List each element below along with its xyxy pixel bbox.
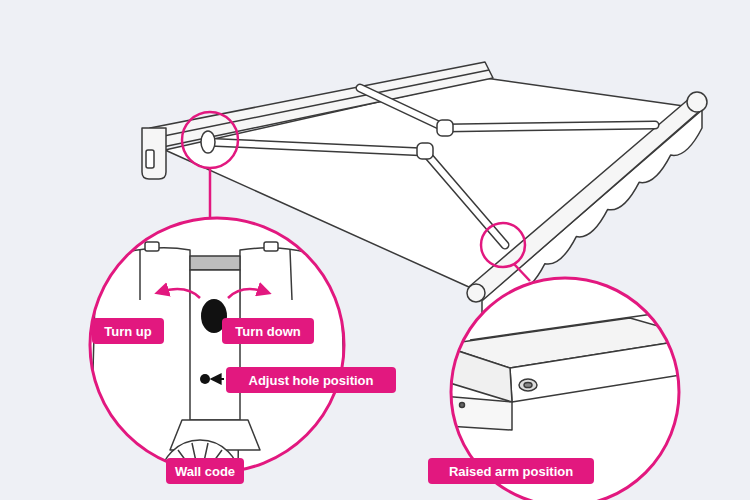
front-bar-cap (467, 284, 485, 302)
turn-arrows (160, 289, 266, 298)
folding-arm (360, 88, 655, 128)
profile-groove (470, 313, 660, 340)
label-text: Raised arm position (449, 464, 573, 479)
end-cap-detail (146, 150, 154, 168)
arm-bracket (430, 395, 512, 430)
elbow-joint (437, 120, 453, 136)
adjust-bolt (519, 379, 537, 391)
pointer-arrow (212, 378, 224, 380)
shoulder-joint (201, 131, 215, 153)
label-box: Adjust hole position (226, 367, 396, 393)
end-cap (142, 128, 166, 179)
leader-line (514, 264, 530, 281)
label-text: Turn up (104, 324, 151, 339)
bracket-tab (264, 242, 278, 251)
wall-bracket (90, 242, 348, 480)
label-box: Wall code (166, 458, 244, 484)
adjust-hole (200, 374, 210, 384)
center-slot (190, 270, 240, 420)
screw (460, 403, 465, 408)
awning-arms (205, 88, 655, 245)
label-text: Wall code (175, 464, 235, 479)
label-box: Raised arm position (428, 458, 594, 484)
roller-edge (154, 70, 489, 138)
leader-line (209, 168, 212, 218)
callouts (182, 112, 530, 281)
callout-ring (481, 223, 525, 267)
turn-arrow (160, 289, 200, 298)
folding-arm (360, 88, 655, 128)
label-box: Turn up (92, 318, 164, 344)
bolt-head (524, 382, 532, 387)
slot-top (190, 256, 240, 270)
back-roller (150, 62, 493, 148)
label-text: Adjust hole position (249, 373, 374, 388)
label-box: Turn down (222, 318, 314, 344)
bracket-tab (145, 242, 159, 251)
elbow-joint (417, 143, 433, 159)
magnified-ring (90, 218, 344, 472)
callout-ring (182, 112, 238, 168)
label-text: Turn down (235, 324, 300, 339)
front-bar-cap (687, 92, 707, 112)
turn-arrow (228, 289, 266, 298)
